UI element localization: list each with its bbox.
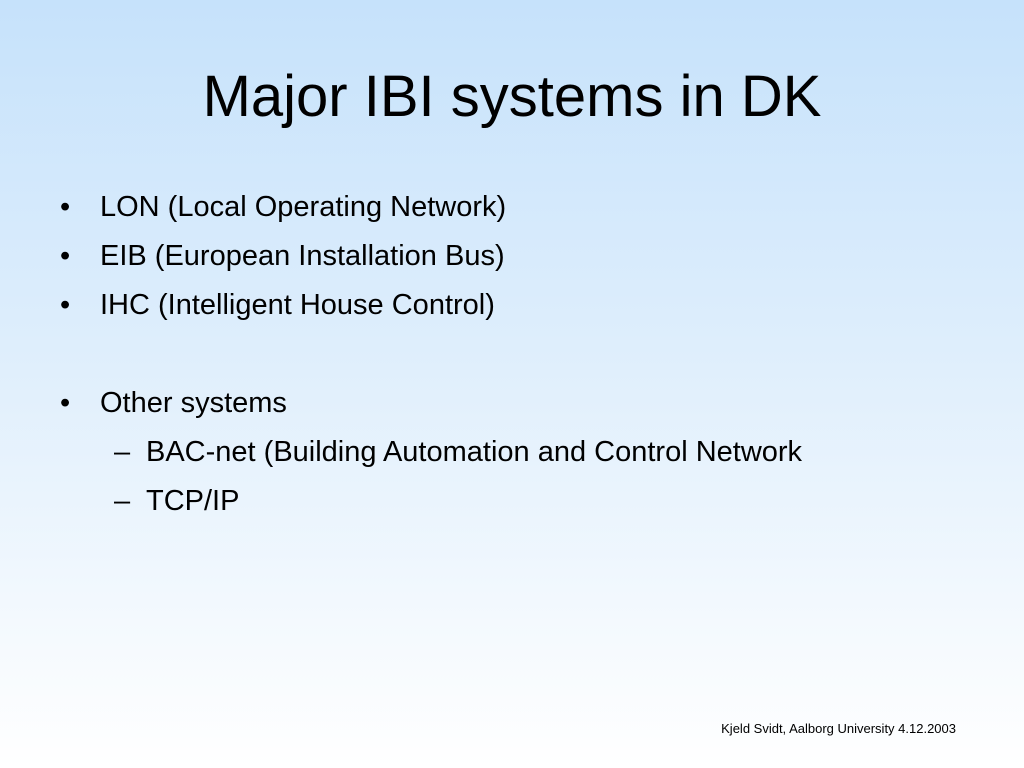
sub-bullet-marker: –	[114, 436, 131, 468]
bullet-marker: •	[60, 240, 71, 272]
slide-footer: Kjeld Svidt, Aalborg University 4.12.200…	[721, 721, 956, 736]
bullet-text: EIB (European Installation Bus)	[100, 240, 505, 272]
bullet-item-eib: • EIB (European Installation Bus)	[60, 232, 990, 281]
bullet-text: LON (Local Operating Network)	[100, 191, 507, 223]
sub-bullet-marker: –	[114, 485, 131, 517]
sub-bullet-item-bacnet: – BAC-net (Building Automation and Contr…	[60, 428, 990, 477]
list-spacer	[60, 330, 990, 379]
bullet-marker: •	[60, 289, 71, 321]
bullet-item-lon: • LON (Local Operating Network)	[60, 183, 990, 232]
bullet-marker: •	[60, 387, 71, 419]
bullet-list: • LON (Local Operating Network) • EIB (E…	[60, 183, 990, 526]
sub-bullet-text: TCP/IP	[146, 485, 240, 517]
bullet-item-other-systems: • Other systems	[60, 379, 990, 428]
slide-title: Major IBI systems in DK	[202, 64, 822, 129]
bullet-text: Other systems	[100, 387, 287, 419]
bullet-marker: •	[60, 191, 71, 223]
sub-bullet-text: BAC-net (Building Automation and Control…	[146, 436, 803, 468]
bullet-item-ihc: • IHC (Intelligent House Control)	[60, 281, 990, 330]
bullet-text: IHC (Intelligent House Control)	[100, 289, 495, 321]
sub-bullet-item-tcpip: – TCP/IP	[60, 477, 990, 526]
